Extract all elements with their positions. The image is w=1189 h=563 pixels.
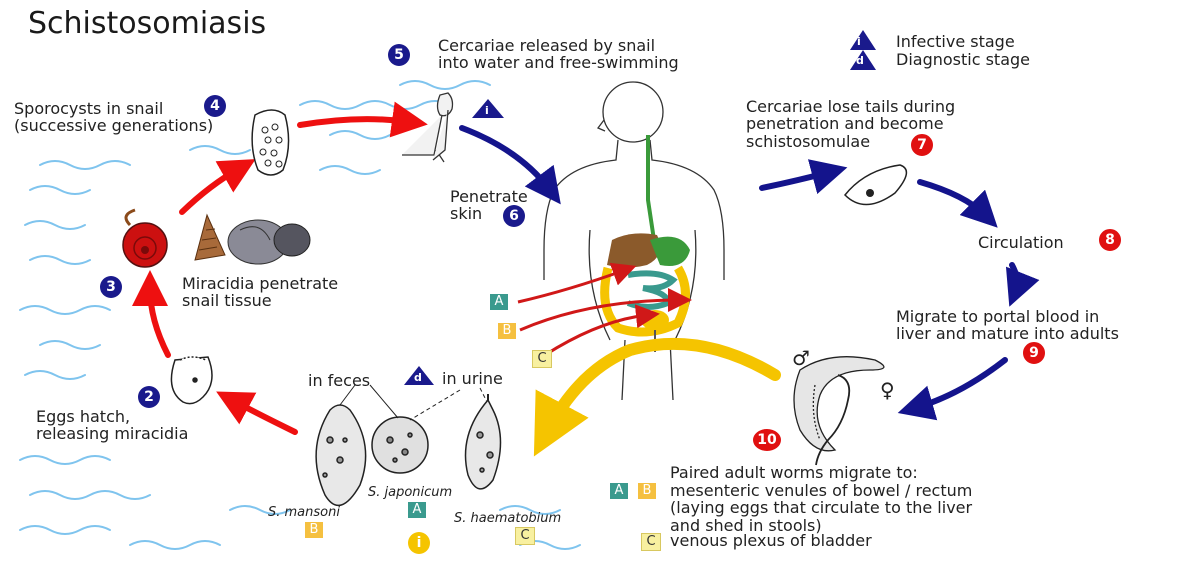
step-6-badge: 6 <box>503 205 525 227</box>
vein-c-box: C <box>532 350 552 368</box>
sporocyst-image <box>252 110 288 175</box>
japonicum-i-badge: i <box>408 532 430 554</box>
japonicum-a-box: A <box>408 502 426 518</box>
step-7-badge: 7 <box>910 133 934 157</box>
connector-lines <box>340 385 487 420</box>
migration-c-text: venous plexus of bladder <box>670 532 872 549</box>
species-mansoni: S. mansoni <box>268 506 340 520</box>
legend-diagnostic: Diagnostic stage <box>896 51 1030 68</box>
snail-images <box>123 210 310 267</box>
diagnostic-symbol: d <box>856 55 864 67</box>
cercaria-image <box>402 93 453 162</box>
female-symbol: ♀ <box>880 380 895 402</box>
step-10-badge: 10 <box>752 428 782 452</box>
vein-b-box: B <box>498 323 516 339</box>
species-haematobium: S. haematobium <box>454 512 561 526</box>
digestive-tract <box>605 135 690 352</box>
mansoni-b-box: B <box>305 522 323 538</box>
adult-worms-image <box>794 357 884 465</box>
letter-a-box: A <box>610 483 628 499</box>
step-10-label: Paired adult worms migrate to: <box>670 464 918 481</box>
infective-symbol: i <box>857 36 861 48</box>
step-5-label: Cercariae released by snail into water a… <box>438 37 679 72</box>
step-4-badge: 4 <box>204 95 226 117</box>
step-4-label: Sporocysts in snail (successive generati… <box>14 100 213 135</box>
step-8-badge: 8 <box>1098 228 1122 252</box>
yellow-arrow <box>548 344 775 430</box>
migration-ab-text: mesenteric venules of bowel / rectum (la… <box>670 482 972 534</box>
diagnostic-stage-letter: d <box>414 372 422 384</box>
species-japonicum: S. japonicum <box>368 486 452 500</box>
legend-infective: Infective stage <box>896 33 1015 50</box>
male-symbol: ♂ <box>792 348 810 370</box>
urine-label: in urine <box>442 370 503 387</box>
schistosomulum-image <box>845 165 906 205</box>
step-2-label: Eggs hatch, releasing miracidia <box>36 408 188 443</box>
letter-c-box: C <box>641 533 661 551</box>
water-waves <box>20 81 580 549</box>
page-title: Schistosomiasis <box>28 8 266 40</box>
vein-a-box: A <box>490 294 508 310</box>
letter-b-box: B <box>638 483 656 499</box>
hatching-egg <box>171 357 212 404</box>
step-3-label: Miracidia penetrate snail tissue <box>182 275 338 310</box>
feces-label: in feces <box>308 372 370 389</box>
step-2-badge: 2 <box>138 386 160 408</box>
step-3-badge: 3 <box>100 276 122 298</box>
infective-stage-letter: i <box>485 105 489 117</box>
haematobium-c-box: C <box>515 527 535 545</box>
step-5-badge: 5 <box>388 44 410 66</box>
step-8-label: Circulation <box>978 234 1064 251</box>
step-9-badge: 9 <box>1022 341 1046 365</box>
step-9-label: Migrate to portal blood in liver and mat… <box>896 308 1119 343</box>
